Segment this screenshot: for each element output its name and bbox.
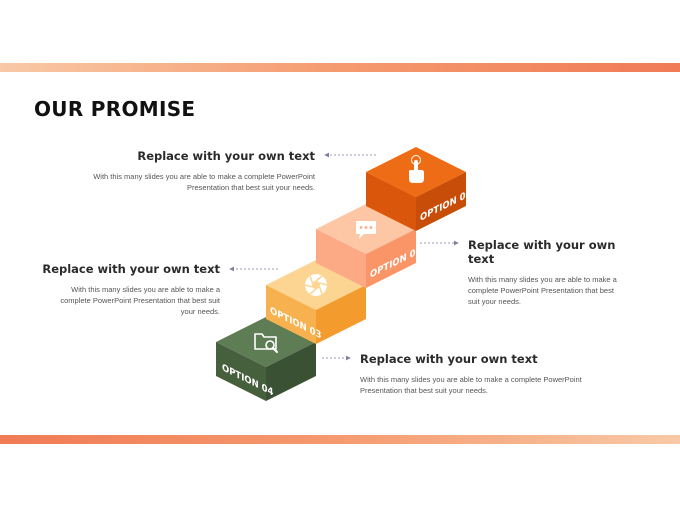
top-accent-bar bbox=[0, 63, 680, 72]
option-01-heading: Replace with your own text bbox=[137, 149, 315, 163]
folder-search-icon bbox=[254, 333, 278, 353]
chat-bubble-icon bbox=[356, 221, 376, 239]
option-03-body: With this many slides you are able to ma… bbox=[60, 285, 220, 316]
option-04-heading: Replace with your own text bbox=[360, 352, 538, 366]
pointing-hand-icon bbox=[409, 155, 424, 183]
option-03-heading: Replace with your own text bbox=[42, 262, 220, 276]
option-02-body: With this many slides you are able to ma… bbox=[468, 275, 617, 306]
cube-option-01: OPTION 01 bbox=[366, 147, 471, 231]
option-03-text: Replace with your own text With this man… bbox=[40, 262, 220, 317]
bottom-accent-bar bbox=[0, 435, 680, 444]
page-title: OUR PROMISE bbox=[34, 97, 196, 121]
option-02-text: Replace with your own text With this man… bbox=[468, 238, 628, 307]
option-01-text: Replace with your own text With this man… bbox=[70, 149, 315, 193]
option-04-body: With this many slides you are able to ma… bbox=[360, 375, 582, 395]
option-04-text: Replace with your own text With this man… bbox=[360, 352, 600, 396]
option-02-heading: Replace with your own text bbox=[468, 238, 616, 266]
aperture-icon bbox=[304, 274, 328, 296]
option-01-body: With this many slides you are able to ma… bbox=[93, 172, 315, 192]
